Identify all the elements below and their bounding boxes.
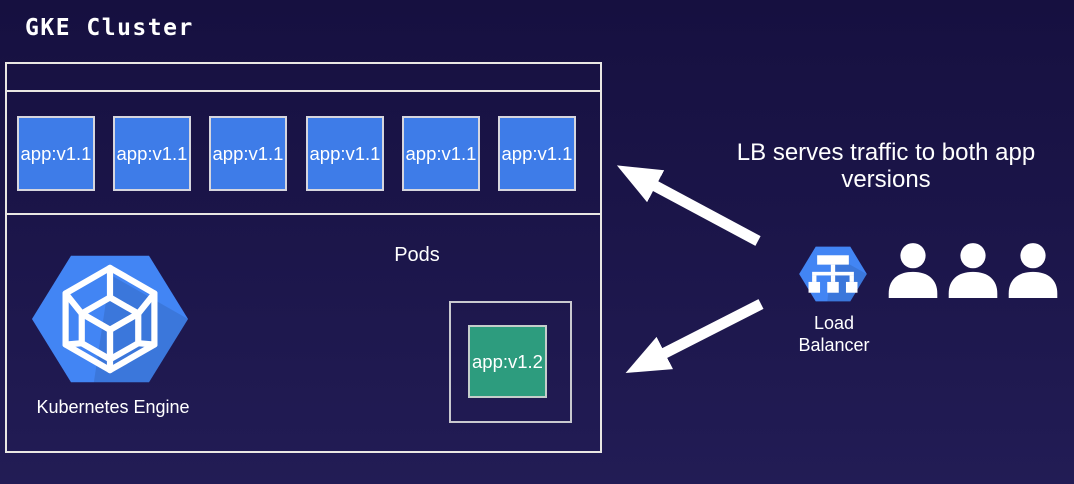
- pod-v1-1: app:v1.1: [209, 116, 287, 191]
- pod-v1-1: app:v1.1: [306, 116, 384, 191]
- load-balancer-label-line2: Balancer: [798, 335, 870, 355]
- pod-v1-1: app:v1.1: [498, 116, 576, 191]
- arrow-to-v1-2-pod: [625, 299, 764, 373]
- load-balancer-label-line1: Load: [813, 313, 855, 333]
- diagram-title: GKE Cluster: [25, 15, 194, 41]
- lb-annotation: LB serves traffic to both app versions: [700, 139, 1072, 193]
- load-balancer-icon: [799, 246, 867, 302]
- kubernetes-engine-label: Kubernetes Engine: [36, 397, 190, 417]
- user-icon: [888, 243, 938, 298]
- pods-label: Pods: [394, 244, 440, 266]
- gke-cluster-box: app:v1.1 app:v1.1 app:v1.1 app:v1.1 app:…: [5, 62, 602, 453]
- pod-v1-1: app:v1.1: [113, 116, 191, 191]
- pod-v1-1: app:v1.1: [402, 116, 480, 191]
- users-group: [886, 242, 1060, 300]
- load-balancer-label: Load Balancer: [773, 312, 895, 356]
- user-icon: [1008, 243, 1058, 298]
- cluster-header-divider: [7, 90, 600, 92]
- pods-row-divider: [7, 213, 600, 215]
- pod-v1-1: app:v1.1: [17, 116, 95, 191]
- canary-pod-box: app:v1.2: [449, 301, 572, 423]
- kubernetes-engine-icon: [31, 255, 189, 383]
- lb-annotation-line2: versions: [841, 166, 931, 193]
- pod-v1-2: app:v1.2: [468, 325, 547, 398]
- lb-annotation-line1: LB serves traffic to both app: [736, 139, 1036, 166]
- user-icon: [948, 243, 998, 298]
